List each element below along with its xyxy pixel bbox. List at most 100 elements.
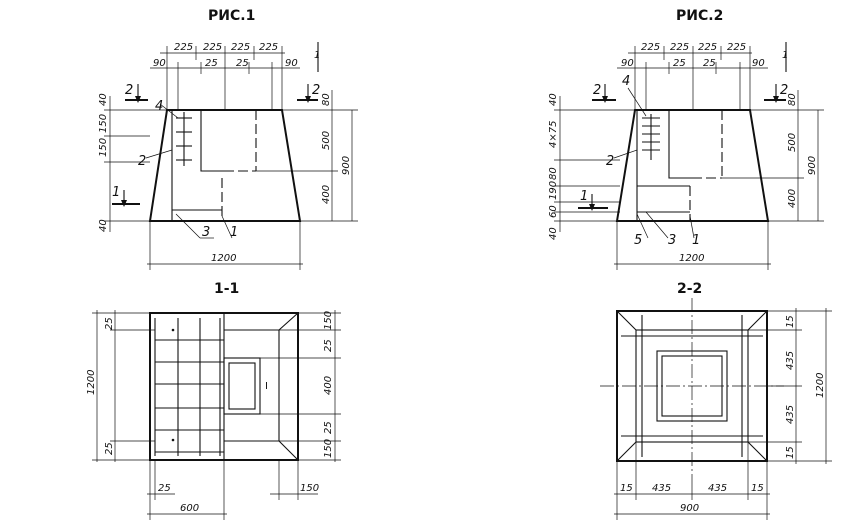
fig1-label-2a: 2 [125,83,133,98]
s22-right-dim-4: 15 [785,446,796,459]
fig1-top-dim-2: 225 [203,42,222,53]
s11-left-dim-1: 25 [104,317,115,330]
fig2-mid-dim-ticks [645,62,741,110]
s22-bottom-dim-ticks [616,442,768,520]
fig2-mid-dim-2: 25 [673,58,686,69]
fig2-right-dim-2: 500 [787,133,798,152]
figure-1: РИС.1 225 225 225 225 [98,8,358,270]
s22-right-dim-3: 435 [785,405,796,424]
fig2-right-dim-3: 400 [787,189,798,208]
s11-inner-frame [224,329,280,442]
s11-left-total: 1200 [86,370,97,395]
s11-socket-inner [228,362,256,410]
fig2-label-3: 3 [668,233,676,248]
s11-right-dim-4: 25 [323,421,334,434]
fig2-left-dim-ticks [554,109,635,222]
fig2-label-5: 5 [634,233,642,248]
s22-corner-br [747,441,768,462]
fig2-total-height: 900 [807,156,818,175]
fig2-right-dim-ticks [722,109,824,222]
fig2-body [615,109,770,222]
fig2-left-dim-6: 40 [548,227,559,240]
fig1-width: 1200 [211,253,236,264]
fig2-label-2b: 2 [780,83,788,98]
fig1-mid-dim-4: 90 [285,58,298,69]
fig2-left-dim-5: 60 [548,205,559,218]
fig1-section-mark-left [125,84,148,103]
fig2-leader-3 [645,211,669,239]
s22-bottom-dim-4: 15 [751,483,764,494]
fig1-right-dim-3: 400 [321,185,332,204]
s22-right-dim-2: 435 [785,351,796,370]
fig1-right-dim-2: 500 [321,131,332,150]
fig2-mesh [642,114,660,160]
s11-bottom-dim-1: 25 [158,483,171,494]
s22-corner-bl [616,441,637,462]
fig1-mid-dim-1: 90 [153,58,166,69]
section-1-1-title: 1-1 [214,281,239,297]
fig2-top-dim-3: 225 [698,42,717,53]
figure-2-title: РИС.2 [676,8,723,24]
s11-bottom-dim-2: 600 [180,503,199,514]
fig1-mid-dim-3: 25 [236,58,249,69]
fig1-left-dim-ticks [104,109,167,222]
fig1-top-dim-1: 225 [174,42,193,53]
fig2-width: 1200 [679,253,704,264]
fig1-section-mark-1 [112,190,140,207]
fig2-label-2c: 2 [606,154,614,169]
s22-right-dim-1: 15 [785,315,796,328]
fig1-label-2c: 2 [138,154,146,169]
fig2-leader-5 [636,213,649,239]
fig2-label-4: 4 [622,74,630,89]
section-2-2: 2-2 15 435 435 15 1200 [600,281,832,520]
fig1-total-height: 900 [341,156,352,175]
fig1-leader-2 [145,149,173,159]
fig2-leader-2 [613,149,638,159]
fig1-top-dim-ticks [166,46,283,110]
fig2-left-dim-1: 40 [548,93,559,106]
section-1-1: 1-1 I 25 [86,281,341,520]
s22-corner-tr [747,310,768,331]
fig2-top-dim-ticks [634,46,751,110]
fig2-socket-left [668,110,692,179]
s22-bottom-dim-3: 435 [708,483,727,494]
fig2-top-dim-2: 225 [670,42,689,53]
fig2-leader-4 [627,87,647,117]
fig1-label-4: 4 [155,99,163,114]
fig1-left-dim-1: 40 [98,93,109,106]
fig2-section-mark-right [764,42,787,103]
s11-left-dim-2: 25 [104,442,115,455]
s11-mesh [154,318,224,456]
fig1-leader-3 [175,213,201,239]
fig1-right-dim-1: 80 [321,93,332,106]
figure-2: РИС.2 225 225 225 225 [548,8,824,270]
s22-bottom-dim-1: 15 [620,483,633,494]
s22-bottom-dim-2: 435 [652,483,671,494]
fig1-label-1: 1 [112,185,120,200]
figure-1-title: РИС.1 [208,8,255,24]
fig2-label-1-top: 1 [782,50,788,61]
s11-corner-tr [278,312,299,331]
s11-right-dim-5: 150 [323,439,334,458]
fig1-left-dim-3: 150 [98,138,109,157]
fig1-label-1-top: 1 [314,50,320,61]
fig2-left-dim-2: 4×75 [548,121,559,148]
fig1-mid-dim-2: 25 [205,58,218,69]
s11-right-dim-1: 150 [323,311,334,330]
fig2-mid-dim-1: 90 [621,58,634,69]
fig2-right-dim-1: 80 [787,93,798,106]
s22-right-dim-ticks [748,310,832,462]
fig1-leader-4 [159,103,179,119]
fig1-left-dim-4: 40 [98,219,109,232]
fig1-mid-dim-ticks [177,62,273,110]
fig2-mid-dim-4: 90 [752,58,765,69]
fig2-mid-dim-3: 25 [703,58,716,69]
s22-corner-tl [616,310,637,331]
s11-corner-br [278,440,299,461]
fig2-section-mark-1 [578,194,608,211]
fig2-label-2a: 2 [593,83,601,98]
fig2-top-dim-4: 225 [727,42,746,53]
s11-mark: I [265,381,268,392]
fig2-top-dim-1: 225 [641,42,660,53]
